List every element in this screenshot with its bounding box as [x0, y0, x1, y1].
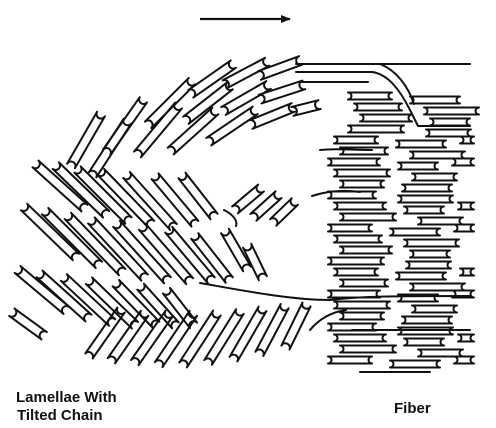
lamella-bottom [230, 307, 267, 362]
lamella-upper [291, 100, 320, 116]
lamella-upper [145, 78, 195, 128]
tilted-lamellae [9, 56, 346, 367]
lamella-bottom-left [61, 274, 115, 326]
fiber-fold [402, 317, 452, 324]
fiber-fold [348, 93, 392, 100]
fiber-fold [402, 185, 452, 192]
fiber-fold [340, 214, 396, 221]
fiber-fold [334, 203, 386, 210]
fiber-fold [396, 141, 446, 148]
fiber-fold [406, 262, 451, 269]
fiber-fold [328, 192, 376, 199]
fiber-fold [410, 152, 465, 159]
lamella-bottom-left [15, 266, 70, 314]
lamella-upper [103, 97, 147, 155]
fiber-fold [426, 130, 471, 137]
fiber-fold [458, 203, 474, 210]
lamellae-label: Lamellae With Tilted Chain [16, 389, 117, 425]
fiber-fold [390, 229, 440, 236]
lamella-upper [168, 108, 219, 155]
fiber-fold [404, 339, 444, 346]
fiber-fold [458, 335, 474, 342]
fiber-fold [328, 225, 372, 232]
lamella-bottom [131, 311, 173, 365]
tie-molecule [224, 210, 236, 226]
fiber-fold [430, 119, 470, 126]
fiber-fold [334, 269, 378, 276]
fiber-fold [404, 207, 444, 214]
tie-molecule [200, 283, 330, 300]
fiber-fold [360, 115, 412, 122]
fiber-fold [410, 284, 465, 291]
fiber-fold [452, 159, 474, 166]
fiber-fold [418, 350, 463, 357]
fiber-fold [454, 225, 474, 232]
fiber-fold [396, 273, 446, 280]
fiber-fold [454, 357, 474, 364]
fiber-strand [312, 191, 360, 196]
fiber-strand [380, 64, 414, 104]
fiber-fold [334, 170, 390, 177]
fiber-fold [424, 108, 479, 115]
fiber-fold [404, 240, 459, 247]
fiber-fold [418, 218, 463, 225]
lamella-bottom-left [86, 278, 138, 329]
fiber-fold [340, 247, 392, 254]
lamella-upper [259, 81, 306, 104]
fiber-fold [340, 280, 388, 287]
fiber-fold [328, 159, 380, 166]
lamella-bottom-left [9, 309, 47, 340]
fiber-fold [340, 346, 396, 353]
fiber-fold [398, 163, 438, 170]
fiber-fold [410, 251, 450, 258]
fiber-structure [296, 64, 479, 372]
lamella-middle [270, 198, 298, 225]
lamellae-label-line2: Tilted Chain [16, 407, 117, 425]
lamella-upper [67, 112, 105, 168]
fiber-fold [412, 174, 457, 181]
fiber-fold [460, 269, 474, 276]
lamella-middle [232, 185, 264, 214]
lamella-upper [89, 119, 131, 178]
fiber-fold [390, 361, 440, 368]
lamella-middle [250, 191, 281, 220]
fiber-fold [334, 335, 386, 342]
lamella-lower [243, 244, 267, 280]
fiber-fold [460, 137, 474, 144]
fiber-fold [410, 97, 460, 104]
fiber-fold [328, 258, 384, 265]
fiber-fold [354, 104, 402, 111]
fiber-label: Fiber [394, 400, 431, 418]
fiber-fold [340, 313, 384, 320]
fiber-fold [334, 236, 382, 243]
lamella-middle [178, 173, 217, 220]
fiber-strand [320, 149, 372, 150]
fiber-fold [340, 181, 384, 188]
fiber-fold [334, 302, 390, 309]
fiber-fold [412, 306, 457, 313]
fiber-fold [328, 357, 372, 364]
fiber-fold [398, 196, 453, 203]
fiber-fold [348, 126, 404, 133]
lamellae-label-line1: Lamellae With [16, 389, 117, 407]
fiber-fold [334, 137, 378, 144]
